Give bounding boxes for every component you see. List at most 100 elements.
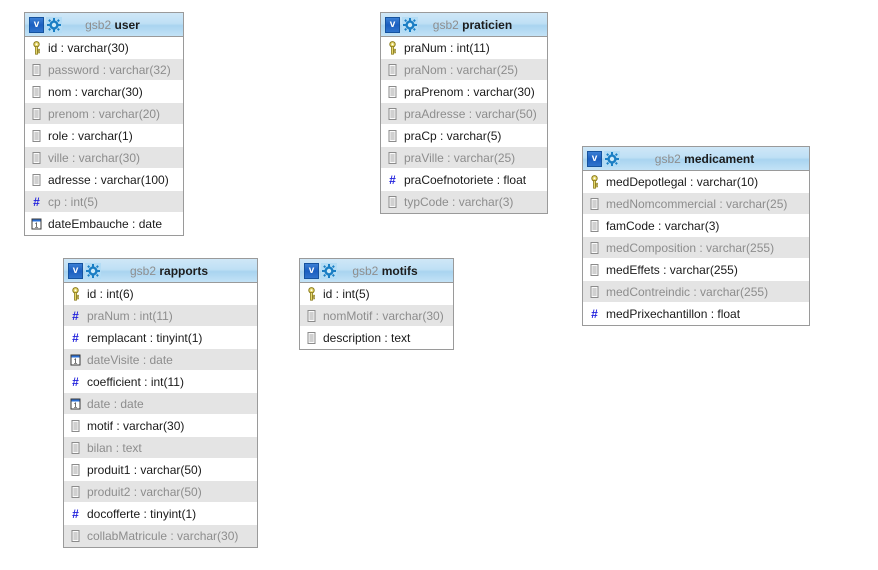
column-row[interactable]: nom : varchar(30) — [25, 81, 183, 103]
key-icon — [72, 286, 79, 301]
column-row[interactable]: id : int(5) — [300, 283, 453, 305]
numeric-column-icon: # — [389, 172, 396, 187]
column-row[interactable]: # cp : int(5) — [25, 191, 183, 213]
column-row[interactable]: typCode : varchar(3) — [381, 191, 547, 213]
column-row[interactable]: # medPrixechantillon : float — [583, 303, 809, 325]
calendar-icon: 1 — [70, 398, 81, 409]
numeric-column-icon: # — [591, 307, 598, 321]
column-row[interactable]: role : varchar(1) — [25, 125, 183, 147]
column-row[interactable]: #remplacant : tinyint(1) — [64, 327, 257, 349]
column-icon-wrapper — [386, 129, 399, 143]
column-label: cp : int(5) — [48, 194, 99, 209]
column-row[interactable]: medDepotlegal : varchar(10) — [583, 171, 809, 193]
column-label: dateEmbauche : date — [48, 217, 163, 231]
column-row[interactable]: description : text — [300, 327, 453, 349]
gear-icon — [321, 262, 337, 279]
table-name-label: user — [114, 17, 140, 32]
column-icon-wrapper — [386, 151, 399, 165]
key-icon — [591, 174, 598, 189]
column-row[interactable]: praNom : varchar(25) — [381, 59, 547, 81]
svg-text:1: 1 — [35, 222, 39, 229]
column-icon-wrapper — [30, 107, 43, 121]
column-label: nomMotif : varchar(30) — [323, 308, 444, 323]
entity-columns-medicament: medDepotlegal : varchar(10) medNomcommerc… — [583, 171, 809, 325]
column-icon-wrapper — [305, 286, 318, 301]
text-column-icon — [32, 85, 41, 98]
column-row[interactable]: nomMotif : varchar(30) — [300, 305, 453, 327]
column-label: medEffets : varchar(255) — [606, 262, 738, 277]
schema-name-label: gsb2 — [432, 17, 459, 32]
column-icon-wrapper — [386, 40, 399, 55]
text-column-icon — [32, 107, 41, 120]
column-row[interactable]: produit1 : varchar(50) — [64, 459, 257, 481]
column-row[interactable]: motif : varchar(30) — [64, 415, 257, 437]
column-label: id : int(5) — [323, 286, 370, 301]
column-label: medDepotlegal : varchar(10) — [606, 174, 759, 189]
column-row[interactable]: collabMatricule : varchar(30) — [64, 525, 257, 547]
column-icon-wrapper — [588, 285, 601, 299]
column-row[interactable]: praVille : varchar(25) — [381, 147, 547, 169]
entity-title-praticien: gsb2 praticien — [418, 18, 543, 32]
column-row[interactable]: password : varchar(32) — [25, 59, 183, 81]
column-row[interactable]: #docofferte : tinyint(1) — [64, 503, 257, 525]
key-icon — [389, 40, 396, 55]
text-column-icon — [32, 151, 41, 164]
column-row[interactable]: adresse : varchar(100) — [25, 169, 183, 191]
column-row[interactable]: ville : varchar(30) — [25, 147, 183, 169]
column-row[interactable]: praNum : int(11) — [381, 37, 547, 59]
text-column-icon — [71, 463, 80, 476]
column-row[interactable]: #praNum : int(11) — [64, 305, 257, 327]
column-row[interactable]: 1 dateEmbauche : date — [25, 213, 183, 235]
column-icon-wrapper: 1 — [30, 217, 43, 231]
column-label: role : varchar(1) — [48, 128, 133, 143]
column-label: medPrixechantillon : float — [606, 307, 741, 321]
column-row[interactable]: medEffets : varchar(255) — [583, 259, 809, 281]
column-row[interactable]: medNomcommercial : varchar(25) — [583, 193, 809, 215]
gear-icon-wrapper[interactable] — [602, 150, 620, 167]
column-row[interactable]: id : varchar(30) — [25, 37, 183, 59]
gear-icon — [604, 150, 620, 167]
column-row[interactable]: medComposition : varchar(255) — [583, 237, 809, 259]
gear-icon-wrapper[interactable] — [44, 16, 62, 33]
column-label: prenom : varchar(20) — [48, 106, 161, 121]
column-row[interactable]: praCp : varchar(5) — [381, 125, 547, 147]
numeric-column-icon: # — [33, 194, 40, 209]
column-row[interactable]: praAdresse : varchar(50) — [381, 103, 547, 125]
column-row[interactable]: produit2 : varchar(50) — [64, 481, 257, 503]
column-icon-wrapper — [588, 197, 601, 211]
column-label: medNomcommercial : varchar(25) — [606, 196, 788, 211]
column-row[interactable]: prenom : varchar(20) — [25, 103, 183, 125]
column-row[interactable]: medContreindic : varchar(255) — [583, 281, 809, 303]
column-row[interactable]: id : int(6) — [64, 283, 257, 305]
text-column-icon — [388, 63, 397, 76]
column-row[interactable]: #praCoefnotoriete : float — [381, 169, 547, 191]
gear-icon-wrapper[interactable] — [400, 16, 418, 33]
gear-icon-wrapper[interactable] — [319, 262, 337, 279]
column-row[interactable]: bilan : text — [64, 437, 257, 459]
numeric-column-icon: # — [72, 374, 79, 389]
column-label: praNum : int(11) — [404, 40, 490, 55]
column-row[interactable]: praPrenom : varchar(30) — [381, 81, 547, 103]
entity-title-user: gsb2 user — [62, 18, 179, 32]
column-label: praAdresse : varchar(50) — [404, 106, 537, 121]
text-column-icon — [590, 219, 599, 232]
column-row[interactable]: famCode : varchar(3) — [583, 215, 809, 237]
gear-icon-wrapper[interactable] — [83, 262, 101, 279]
table-name-label: rapports — [159, 263, 209, 278]
schema-name-label: gsb2 — [85, 17, 112, 32]
column-row[interactable]: #coefficient : int(11) — [64, 371, 257, 393]
column-icon-wrapper — [69, 485, 82, 499]
gear-icon — [85, 262, 101, 279]
